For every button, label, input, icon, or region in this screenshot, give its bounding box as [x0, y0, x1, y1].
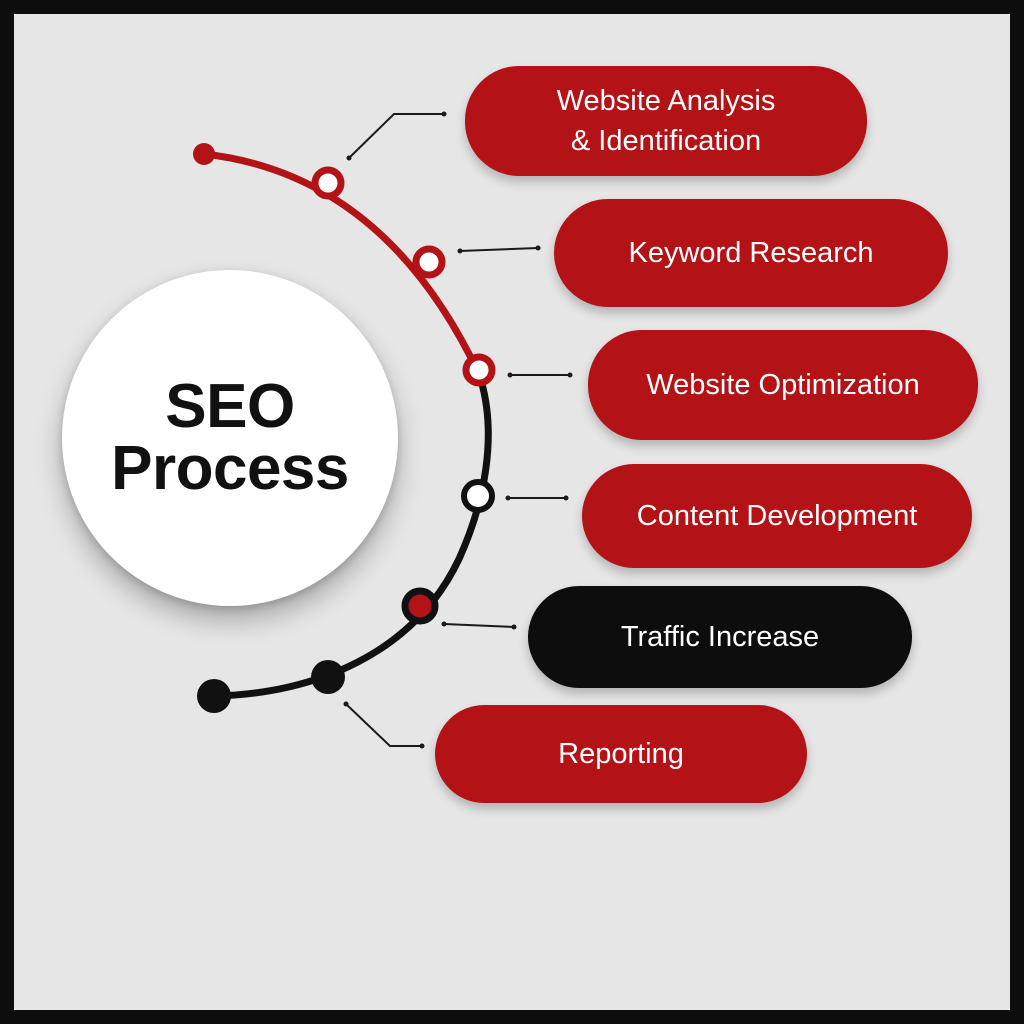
connector-dot — [419, 743, 425, 749]
connector-dot — [535, 245, 541, 251]
step-pill-2: Keyword Research — [554, 199, 948, 307]
node-step-5 — [401, 587, 439, 625]
connector-dot — [441, 621, 447, 627]
connector-step-1 — [348, 113, 444, 159]
connector-step-2 — [459, 247, 539, 252]
step-pill-4: Content Development — [582, 464, 972, 568]
connector-dot — [441, 111, 447, 117]
connector-dot — [505, 495, 511, 501]
connector-dot — [457, 248, 463, 254]
step-pill-3: Website Optimization — [588, 330, 978, 440]
step-3-label: Website Optimization — [646, 369, 920, 401]
step-4-label: Content Development — [636, 500, 918, 532]
node-step-1 — [311, 166, 345, 200]
node-step-2 — [412, 245, 446, 279]
timeline-end-dot — [197, 679, 231, 713]
connector-dot — [343, 701, 349, 707]
title-line-2: Process — [111, 434, 349, 503]
step-6-label: Reporting — [558, 738, 684, 770]
step-pill-1: Website Analysis & Identification — [465, 66, 867, 176]
title-circle: SEO Process — [62, 270, 398, 606]
step-2-label: Keyword Research — [628, 237, 874, 269]
connector-dot — [346, 155, 352, 161]
node-step-3 — [462, 353, 496, 387]
timeline-arc-black — [210, 370, 492, 700]
step-pill-5: Traffic Increase — [528, 586, 912, 688]
step-1-label-line-2: & Identification — [570, 125, 762, 157]
connector-dot — [567, 372, 573, 378]
node-step-6 — [311, 660, 345, 694]
step-1-label-line-1: Website Analysis — [556, 85, 776, 117]
process-timeline — [193, 111, 573, 749]
connector-dot — [563, 495, 569, 501]
connector-dot — [507, 372, 513, 378]
connector-step-5 — [443, 623, 515, 628]
step-5-label: Traffic Increase — [620, 621, 820, 653]
timeline-arc-red — [200, 150, 483, 378]
node-step-4 — [461, 479, 495, 513]
connector-dot — [511, 624, 517, 630]
timeline-start-dot — [193, 143, 215, 165]
step-pill-6: Reporting — [435, 705, 807, 803]
connector-step-6 — [345, 703, 422, 747]
title-line-1: SEO — [165, 372, 295, 441]
diagram-frame: SEO Process Website Analysis & Identific… — [14, 14, 1010, 1010]
